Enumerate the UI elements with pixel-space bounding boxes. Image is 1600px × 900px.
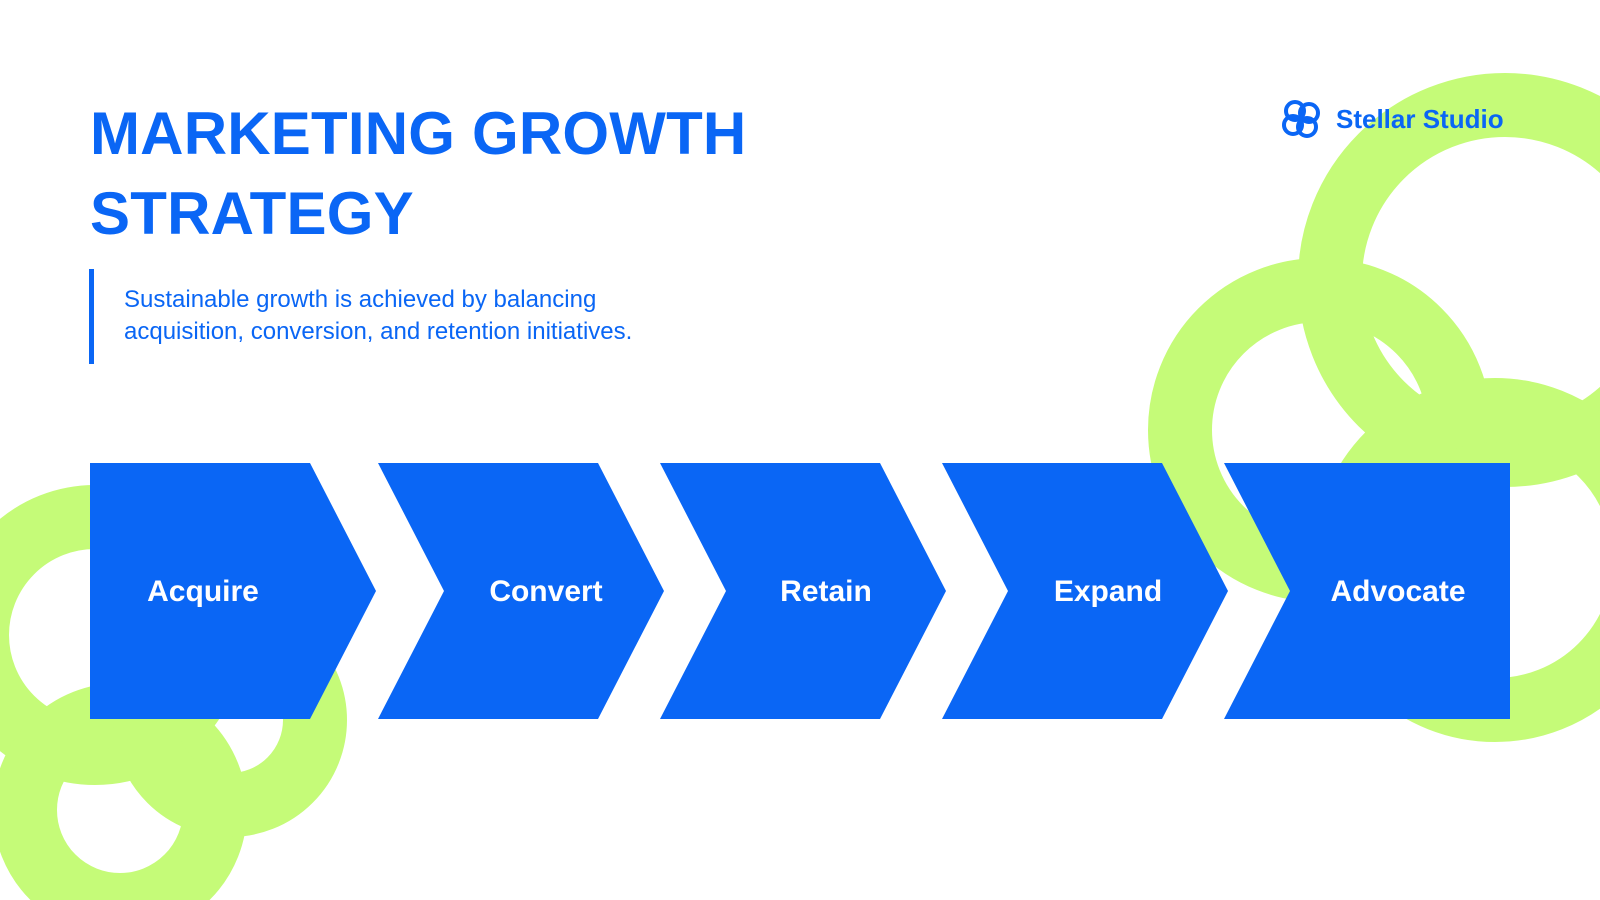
subtitle-line-1: Sustainable growth is achieved by balanc… — [124, 286, 597, 313]
step-arrow-retain — [660, 463, 946, 719]
brand-name: Stellar Studio — [1336, 103, 1504, 134]
step-arrow-convert — [378, 463, 664, 719]
brand-lockup: Stellar Studio — [1278, 96, 1504, 142]
subtitle-accent-bar — [89, 269, 94, 364]
step-label-acquire: Acquire — [147, 575, 259, 608]
step-label-advocate: Advocate — [1330, 575, 1466, 608]
subtitle-line-2: acquisition, conversion, and retention i… — [124, 318, 633, 345]
step-label-retain: Retain — [780, 575, 872, 608]
title-line-1: MARKETING GROWTH — [90, 100, 747, 167]
step-label-expand: Expand — [1053, 575, 1163, 608]
subtitle-text: Sustainable growth is achieved by balanc… — [124, 284, 744, 348]
step-arrow-expand — [942, 463, 1228, 719]
title-line-2: STRATEGY — [90, 180, 414, 247]
step-arrow-advocate — [1224, 463, 1510, 719]
step-arrow-acquire — [90, 463, 376, 719]
page-title: MARKETING GROWTH STRATEGY — [90, 94, 850, 254]
step-label-convert: Convert — [489, 575, 603, 608]
knot-logo-icon — [1282, 100, 1320, 138]
